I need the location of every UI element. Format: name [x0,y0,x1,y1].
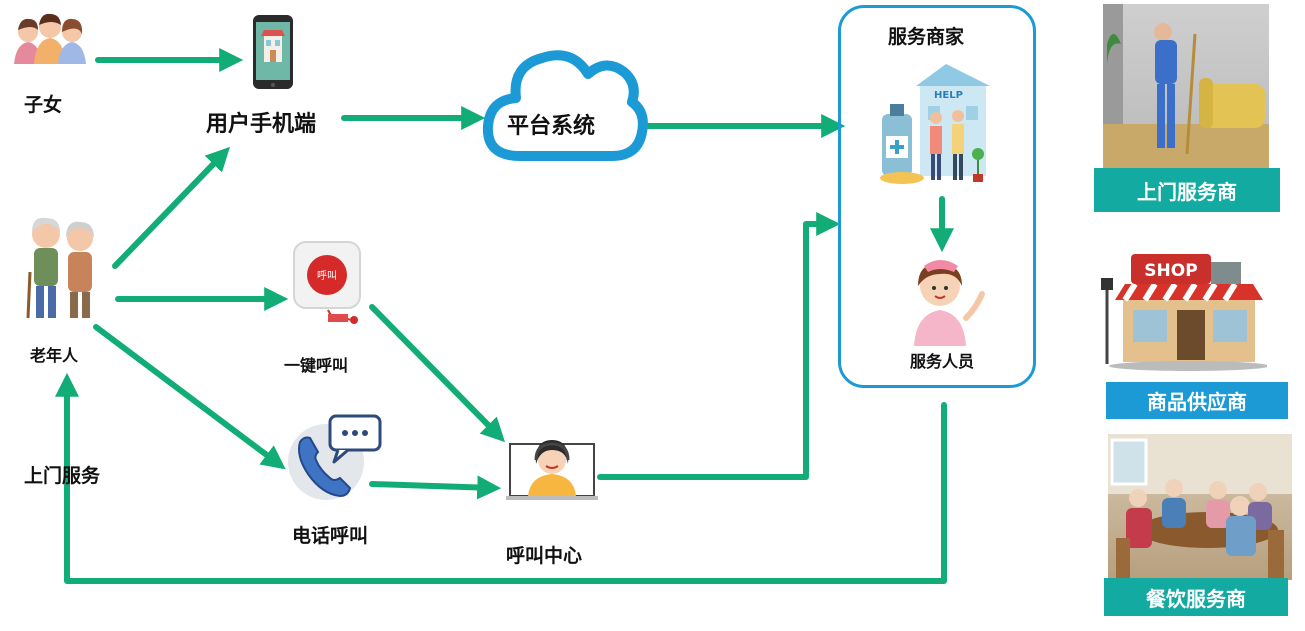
arrow-callcenter-to-merchant [597,212,841,480]
children-label: 子女 [24,94,63,116]
button-text: 呼叫 [317,270,337,282]
shop-photo: SHOP [1101,248,1267,372]
home-service-label: 上门服务 [24,465,101,487]
help-sign: HELP [934,90,963,101]
cleaning-photo [1103,4,1269,168]
merchant-label: 服务商家 [888,26,965,48]
one-key-call-label: 一键呼叫 [284,356,349,375]
call-center-icon [506,440,598,500]
shop-sign: SHOP [1144,261,1197,281]
elderly-couple-icon [26,217,94,319]
provider-catering-caption: 餐饮服务商 [1104,578,1288,616]
provider-home-service-caption: 上门服务商 [1094,168,1280,212]
user-phone-label: 用户手机端 [206,112,317,137]
dining-photo [1108,434,1292,580]
arrow-elderly-to-phonecall [93,324,286,470]
elderly-label: 老年人 [30,346,79,365]
provider-goods-supplier-caption: 商品供应商 [1106,382,1288,419]
phone-call-icon [288,414,382,500]
help-building-icon: HELP [880,64,990,184]
staff-label: 服务人员 [910,352,975,371]
arrow-button-to-callcenter [369,304,506,443]
merchant-container [838,5,1036,388]
arrow-elderly-to-phone [112,146,230,269]
phone-call-label: 电话呼叫 [292,525,369,547]
arrow-home-service-return [55,372,947,584]
platform-label: 平台系统 [507,114,596,139]
nurse-icon [914,260,985,346]
cloud-icon [482,50,648,161]
call-center-label: 呼叫中心 [506,545,583,567]
smartphone-icon [253,15,293,89]
arrow-phonecall-to-callcenter [369,475,502,500]
emergency-button-icon: 呼叫 [293,241,361,324]
children-icon [14,13,86,64]
